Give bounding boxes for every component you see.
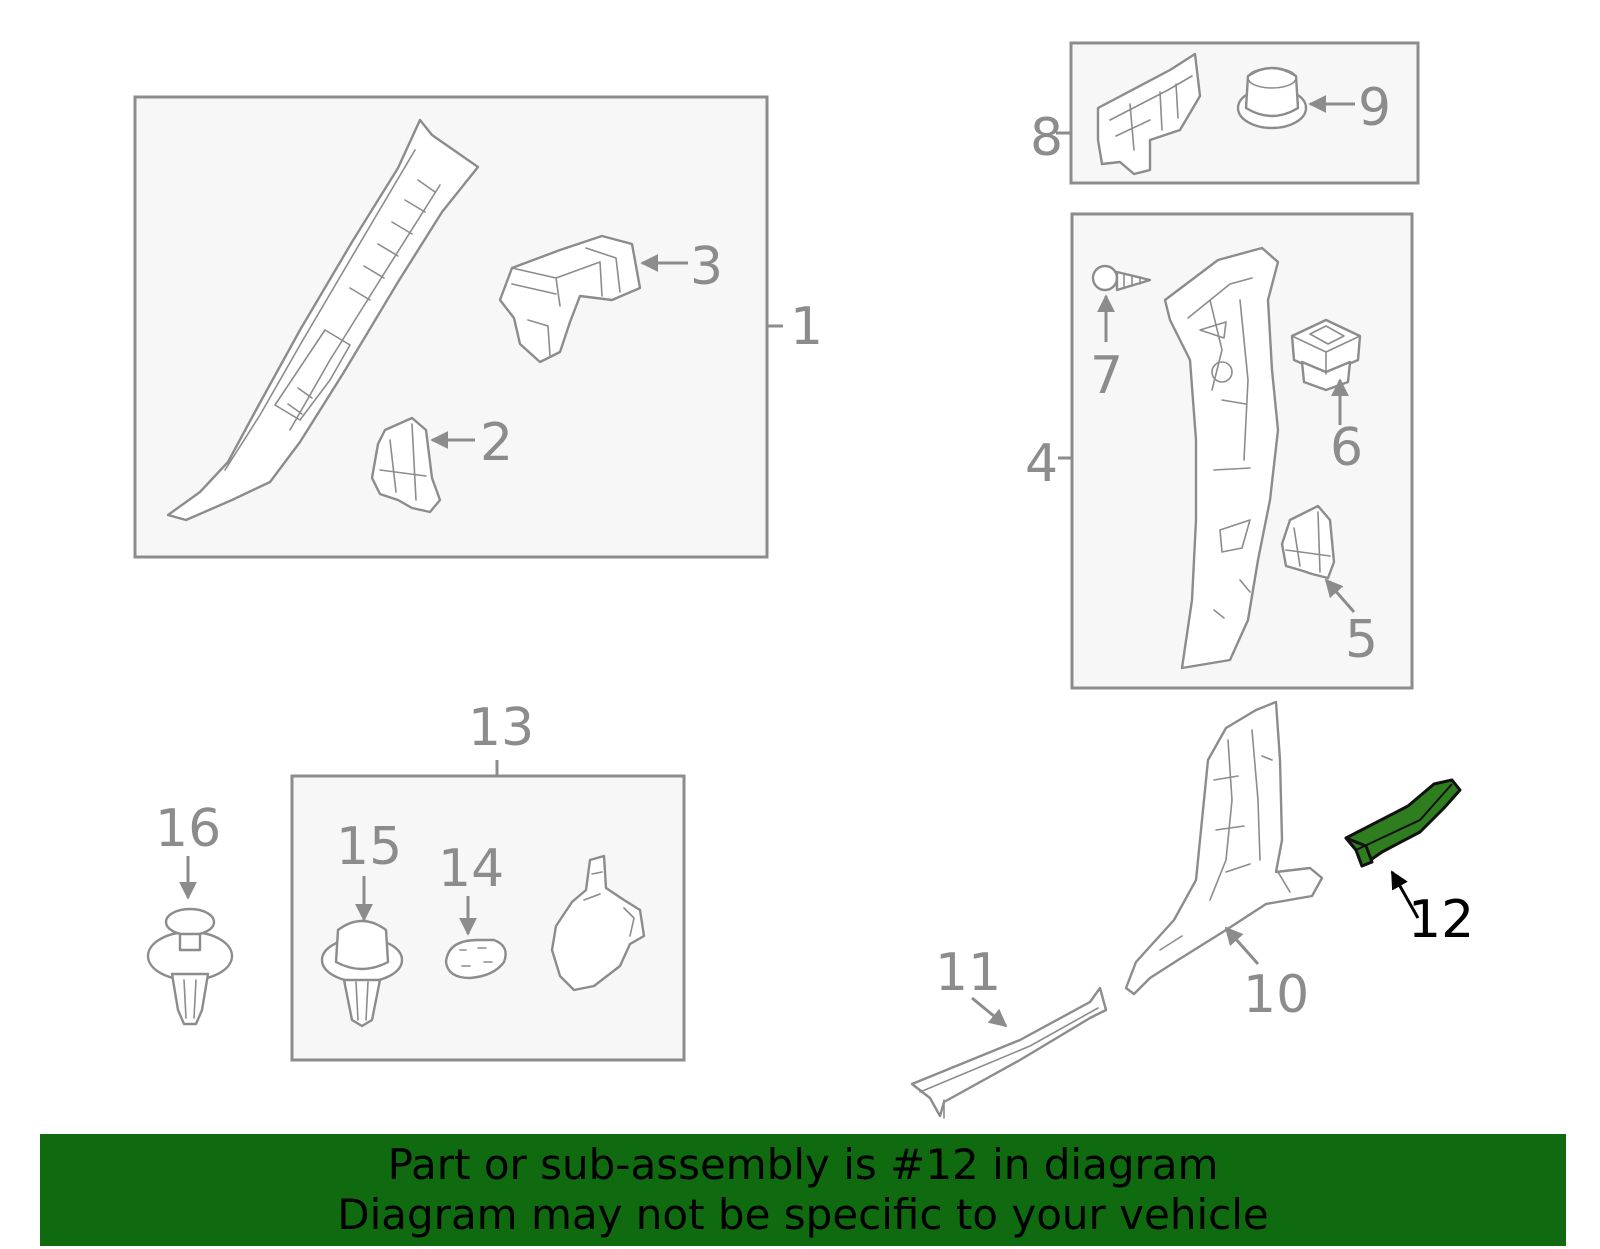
clip-part-6[interactable]: 6 <box>1290 318 1363 478</box>
callout-3[interactable]: 3 <box>690 237 723 297</box>
callout-6[interactable]: 6 <box>1330 418 1363 478</box>
callout-7[interactable]: 7 <box>1090 346 1123 406</box>
b-pillar-upper-trim[interactable] <box>1163 246 1280 670</box>
grommet-part-9[interactable]: 9 <box>1236 66 1391 138</box>
callout-11[interactable]: 11 <box>935 943 1001 1003</box>
callout-12[interactable]: 12 <box>1408 890 1474 950</box>
callout-4[interactable]: 4 <box>1025 434 1058 494</box>
cap-part[interactable] <box>550 854 646 992</box>
callout-13[interactable]: 13 <box>468 698 534 758</box>
screw-part-7[interactable]: 7 <box>1090 264 1152 406</box>
push-clip-part-16[interactable]: 16 <box>146 799 234 1026</box>
info-banner: Part or sub-assembly is #12 in diagram D… <box>40 1134 1566 1246</box>
banner-line-2: Diagram may not be specific to your vehi… <box>337 1190 1269 1239</box>
bracket-part-8[interactable] <box>1096 52 1202 176</box>
callout-10[interactable]: 10 <box>1243 965 1309 1025</box>
banner-line-1: Part or sub-assembly is #12 in diagram <box>387 1140 1219 1189</box>
highlighted-part-12[interactable]: 12 <box>1344 778 1474 950</box>
callout-14[interactable]: 14 <box>438 839 504 899</box>
callout-8[interactable]: 8 <box>1030 108 1063 168</box>
scuff-plate-part-11[interactable]: 11 <box>910 943 1108 1119</box>
callout-9[interactable]: 9 <box>1358 78 1391 138</box>
callout-15[interactable]: 15 <box>336 817 402 877</box>
callout-16[interactable]: 16 <box>155 799 221 859</box>
callout-5[interactable]: 5 <box>1345 610 1378 670</box>
a-pillar-trim[interactable] <box>166 118 480 522</box>
clip-part-15[interactable]: 15 <box>320 817 404 1028</box>
clip-part-2[interactable]: 2 <box>370 413 513 514</box>
clip-part-5[interactable]: 5 <box>1280 504 1378 670</box>
callout-2[interactable]: 2 <box>480 413 513 473</box>
clip-part-3[interactable]: 3 <box>498 234 723 364</box>
callout-1[interactable]: 1 <box>790 297 823 357</box>
b-pillar-lower-trim[interactable]: 10 <box>1124 700 1324 1025</box>
pad-part-14[interactable]: 14 <box>438 839 507 980</box>
